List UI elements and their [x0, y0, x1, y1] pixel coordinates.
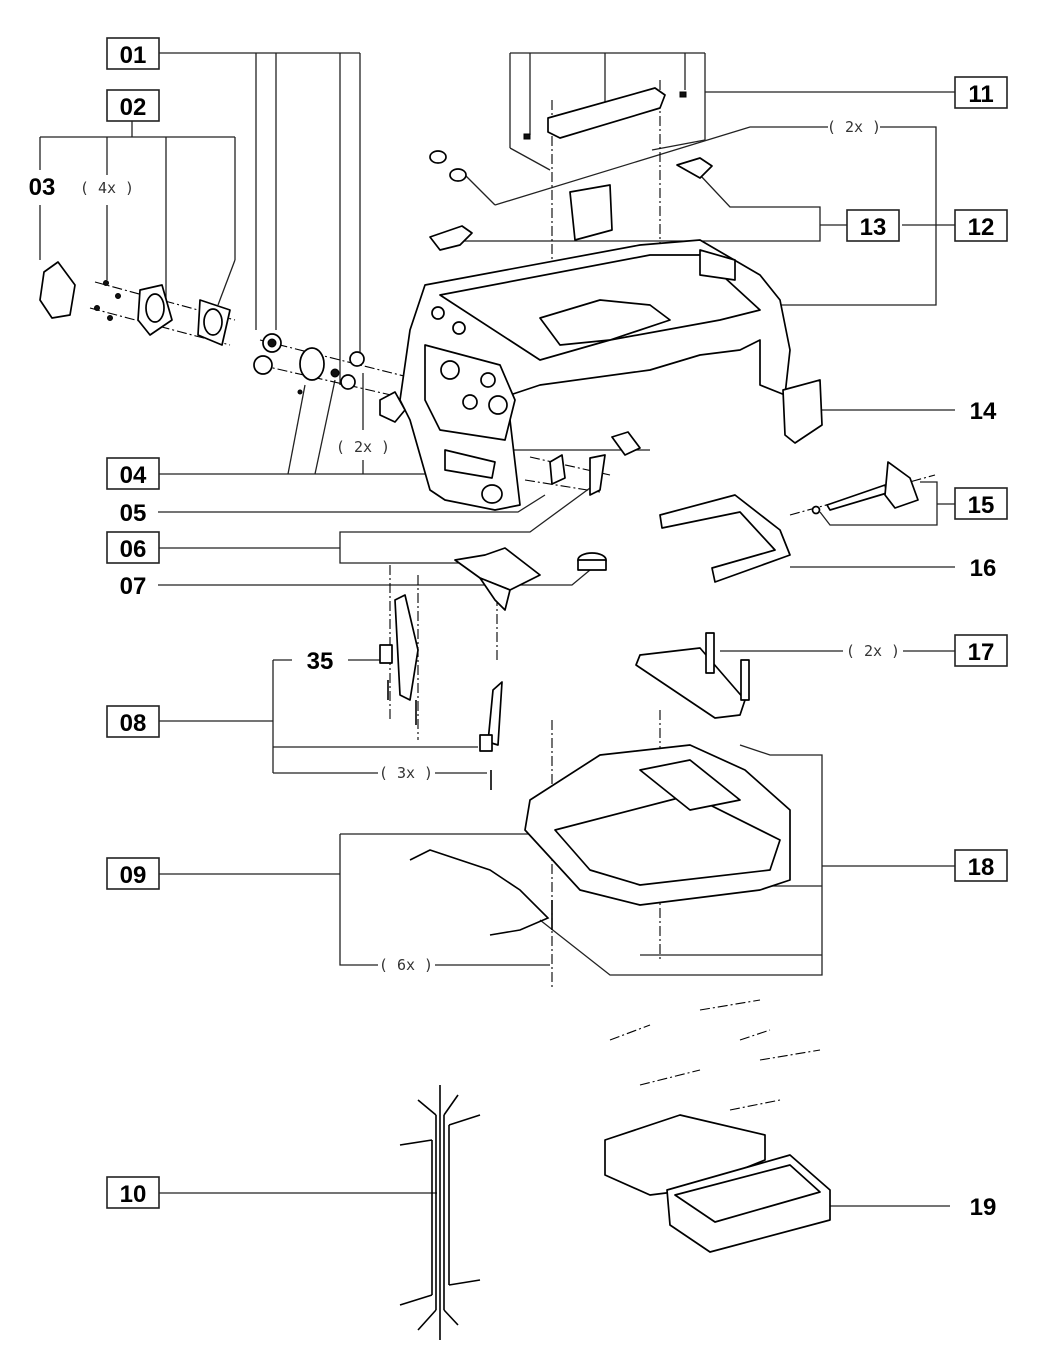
quantity-09: ( 6x ): [379, 956, 433, 974]
callout-08: 08: [106, 705, 160, 738]
callout-14: 14: [970, 398, 997, 425]
quantity-17: ( 2x ): [846, 642, 900, 660]
callout-12: 12: [954, 209, 1008, 242]
part-19-trays: [604, 999, 831, 1253]
leader-lines: [39, 52, 955, 1207]
part-11-handle: [523, 87, 687, 140]
callout-17: 17: [954, 634, 1008, 667]
part-03-cover: [39, 261, 76, 319]
callout-label: 08: [120, 710, 147, 737]
callout-11: 11: [954, 76, 1008, 109]
part-14-cover: [782, 379, 823, 444]
part-01-knobs: [253, 333, 365, 395]
part-06-bracket: [454, 547, 607, 611]
callout-13: 13: [846, 209, 900, 242]
part-09-rod: [409, 849, 553, 936]
callout-label: 01: [120, 42, 147, 69]
callout-label: 17: [968, 639, 995, 666]
callout-16: 16: [970, 555, 997, 582]
part-15-key: [811, 461, 919, 515]
callout-15: 15: [954, 487, 1008, 520]
quantity-08: ( 3x ): [379, 764, 433, 782]
callout-label: 13: [860, 214, 887, 241]
callout-label: 04: [120, 462, 147, 489]
part-17-frame: [635, 632, 750, 719]
callout-label: 02: [120, 94, 147, 121]
center-lines: [89, 80, 936, 990]
callout-label: 09: [120, 862, 147, 889]
part-18-base: [524, 744, 791, 906]
quantity-02: ( 4x ): [80, 179, 134, 197]
quantity-04: ( 2x ): [336, 438, 390, 456]
quantity-12: ( 2x ): [827, 118, 881, 136]
callout-05: 05: [120, 500, 147, 527]
part-02-socket-plate: [94, 280, 231, 346]
callout-09: 09: [106, 857, 160, 890]
callout-10: 10: [106, 1176, 160, 1209]
callout-label: 15: [968, 492, 995, 519]
part-12-housing: [379, 239, 791, 511]
callout-35: 35: [307, 648, 334, 675]
callout-label: 18: [968, 854, 995, 881]
callout-18: 18: [954, 849, 1008, 882]
callout-06: 06: [106, 531, 160, 564]
part-13-clips: [429, 157, 713, 251]
callout-02: 02: [106, 89, 160, 122]
callout-03: 03: [29, 174, 56, 201]
part-10-cable-harness: [399, 1085, 481, 1340]
part-08-microswitches: [379, 594, 503, 790]
part-12-feet: [429, 150, 467, 182]
callout-19: 19: [970, 1194, 997, 1221]
callout-label: 06: [120, 536, 147, 563]
callout-01: 01: [106, 37, 160, 70]
part-04-06-switches: [549, 431, 641, 496]
callout-07: 07: [120, 573, 147, 600]
callout-label: 10: [120, 1181, 147, 1208]
callout-label: 11: [968, 81, 993, 108]
callout-label: 12: [968, 214, 995, 241]
part-16-frame: [659, 494, 791, 583]
callout-04: 04: [106, 457, 160, 490]
